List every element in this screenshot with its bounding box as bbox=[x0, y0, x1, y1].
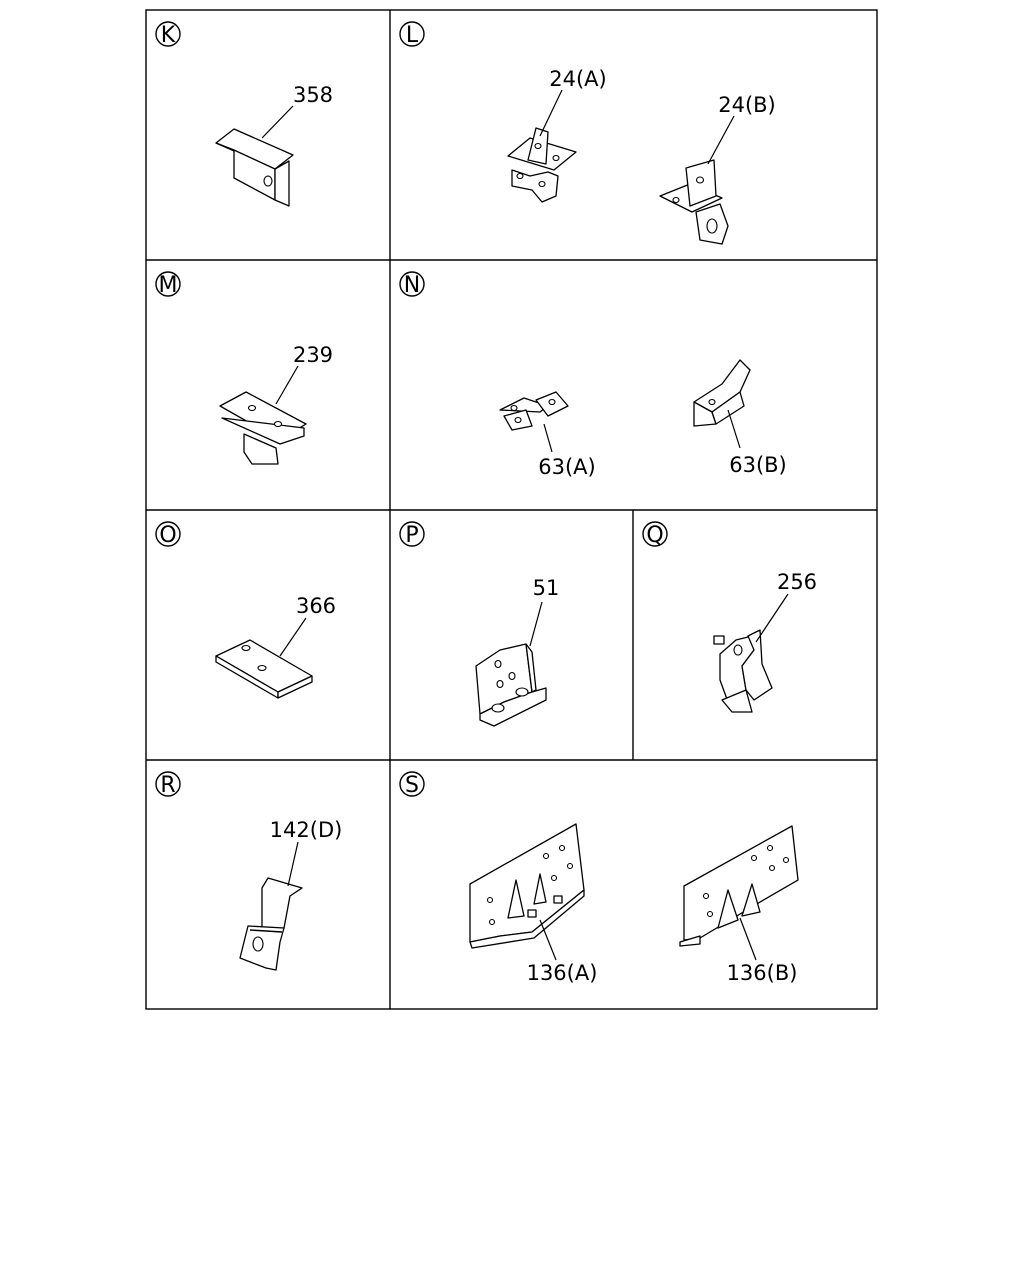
part-label: 24(A) bbox=[549, 67, 606, 91]
part-239-drawing bbox=[219, 391, 307, 465]
panel-n: N 63(A) 63(B) bbox=[399, 271, 787, 479]
part-63a-drawing bbox=[499, 391, 569, 431]
panel-letter: P bbox=[405, 523, 418, 548]
panel-letter: K bbox=[161, 23, 176, 48]
part-136b-drawing bbox=[679, 825, 799, 947]
panel-letter-circle bbox=[155, 21, 181, 47]
panel-letter: M bbox=[159, 273, 178, 298]
grid-frame bbox=[145, 9, 878, 1010]
part-label: 136(A) bbox=[527, 961, 598, 985]
panel-letter: R bbox=[160, 773, 175, 798]
part-label: 51 bbox=[533, 576, 560, 600]
part-label: 366 bbox=[296, 594, 336, 618]
part-142d-drawing bbox=[239, 877, 303, 971]
part-label: 142(D) bbox=[270, 818, 343, 842]
panel-l: L 24(A) 24(B) bbox=[399, 21, 776, 245]
panel-letter-circle bbox=[399, 521, 425, 547]
part-63b-drawing bbox=[693, 359, 751, 427]
part-136a-drawing bbox=[469, 823, 585, 949]
part-label: 24(B) bbox=[718, 93, 776, 117]
panel-letter: N bbox=[404, 273, 420, 298]
part-24b-drawing bbox=[659, 159, 729, 245]
panel-letter: L bbox=[406, 23, 419, 48]
panel-k: K 358 bbox=[155, 21, 333, 207]
part-366-drawing bbox=[215, 639, 313, 699]
panel-m: M 239 bbox=[155, 271, 333, 465]
part-51-drawing bbox=[475, 643, 547, 727]
part-label: 63(A) bbox=[538, 455, 595, 479]
panel-o: O 366 bbox=[155, 521, 336, 699]
panel-letter-circle bbox=[155, 771, 181, 797]
panel-letter-circle bbox=[399, 771, 425, 797]
panel-letter-circle bbox=[155, 521, 181, 547]
part-24a-drawing bbox=[507, 127, 577, 203]
panel-q: Q 256 bbox=[642, 521, 817, 713]
part-358-drawing bbox=[215, 128, 294, 207]
part-label: 358 bbox=[293, 83, 333, 107]
part-256-drawing bbox=[713, 629, 773, 713]
panel-letter-circle bbox=[399, 21, 425, 47]
panel-letter-circle bbox=[642, 521, 668, 547]
panel-p: P 51 bbox=[399, 521, 560, 727]
part-label: 256 bbox=[777, 570, 817, 594]
part-label: 239 bbox=[293, 343, 333, 367]
panel-letter: Q bbox=[646, 523, 663, 548]
panel-letter: S bbox=[405, 773, 419, 798]
panel-r: R 142(D) bbox=[155, 771, 343, 971]
panel-letter-circle bbox=[155, 271, 181, 297]
panel-letter-circle bbox=[399, 271, 425, 297]
part-label: 136(B) bbox=[727, 961, 798, 985]
part-label: 63(B) bbox=[729, 453, 787, 477]
panel-s: S 136(A) bbox=[399, 771, 799, 985]
panel-letter: O bbox=[159, 523, 176, 548]
